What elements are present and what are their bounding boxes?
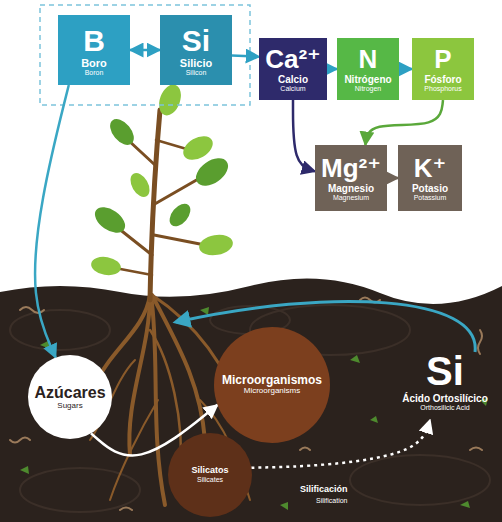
node-text: Potassium <box>414 194 447 202</box>
node-text: Boron <box>85 69 104 77</box>
node-text: N <box>359 45 378 74</box>
node-text: Boro <box>81 57 107 69</box>
text-stack: Ca²⁺CalcioCalcium <box>265 45 321 92</box>
node-text: K⁺ <box>414 154 447 183</box>
node-text: Microorganisms <box>244 387 300 396</box>
node-text: Ca²⁺ <box>265 45 321 74</box>
node-text: Potasio <box>412 183 448 194</box>
node-text: B <box>83 24 105 57</box>
silicates-circle: SilicatosSilicates <box>168 433 252 517</box>
node-text: Mg²⁺ <box>321 154 381 183</box>
sugars-circle: AzúcaresSugars <box>28 355 112 439</box>
node-text: Magnesium <box>333 194 369 202</box>
node-text: Azúcares <box>34 384 105 402</box>
connector-arrow <box>399 68 412 71</box>
process-label: Silificación <box>300 484 348 494</box>
text-stack: MicroorganismosMicroorganisms <box>222 374 322 396</box>
element-box: PFósforoPhosphorus <box>412 38 474 100</box>
leaf-fragments <box>20 307 488 510</box>
text-stack: SiÁcido OrtosilícicoOrthosilicic Acid <box>402 349 488 412</box>
text-stack: NNitrógenoNitrogen <box>344 45 391 92</box>
text-stack: PFósforoPhosphorus <box>424 45 461 92</box>
leaves <box>90 82 235 278</box>
element-box: NNitrógenoNitrogen <box>337 38 399 100</box>
node-text: Nitrogen <box>355 85 381 93</box>
node-text: Calcio <box>278 74 308 85</box>
element-box: Ca²⁺CalcioCalcium <box>259 38 327 100</box>
node-text: Sugars <box>57 401 82 410</box>
connector-arrow <box>35 85 69 358</box>
orthosilicic-acid: SiÁcido OrtosilícicoOrthosilicic Acid <box>395 340 495 420</box>
element-box: Mg²⁺MagnesioMagnesium <box>315 145 387 211</box>
text-stack: Mg²⁺MagnesioMagnesium <box>321 154 381 201</box>
connector-arrow <box>130 49 160 52</box>
connector-arrow <box>293 100 315 171</box>
node-text: Silicon <box>186 69 207 77</box>
node-text: Silicates <box>197 476 223 484</box>
connector-arrow <box>387 177 398 180</box>
text-stack: SilicatosSilicates <box>191 466 228 484</box>
node-text: Phosphorus <box>424 85 461 93</box>
process-label: Silification <box>316 497 348 504</box>
element-box: BBoroBoron <box>58 15 130 85</box>
node-text: Nitrógeno <box>344 74 391 85</box>
node-text: Silicatos <box>191 466 228 476</box>
connector-arrow <box>232 56 259 57</box>
element-box: K⁺PotasioPotassium <box>398 145 462 211</box>
node-text: Microorganismos <box>222 374 322 387</box>
node-text: P <box>434 45 451 74</box>
text-stack: BBoroBoron <box>81 24 107 77</box>
node-text: Ácido Ortosilícico <box>402 393 488 404</box>
node-text: Calcium <box>280 85 305 93</box>
connector-arrow <box>365 100 443 145</box>
node-text: Orthosilicic Acid <box>420 404 469 412</box>
node-text: Magnesio <box>328 183 374 194</box>
text-stack: AzúcaresSugars <box>34 384 105 410</box>
node-text: Silicio <box>180 57 212 69</box>
node-text: Si <box>182 24 210 57</box>
group-frame <box>40 5 250 105</box>
text-stack: SiSilicioSilicon <box>180 24 212 77</box>
text-stack: K⁺PotasioPotassium <box>412 154 448 201</box>
connector-arrow <box>327 68 337 71</box>
soil <box>0 278 502 522</box>
uptake-arrow <box>176 301 475 352</box>
microorganisms-circle: MicroorganismosMicroorganisms <box>214 327 330 443</box>
node-text: Si <box>426 349 464 393</box>
node-text: Fósforo <box>424 74 461 85</box>
element-box: SiSilicioSilicon <box>160 15 232 85</box>
